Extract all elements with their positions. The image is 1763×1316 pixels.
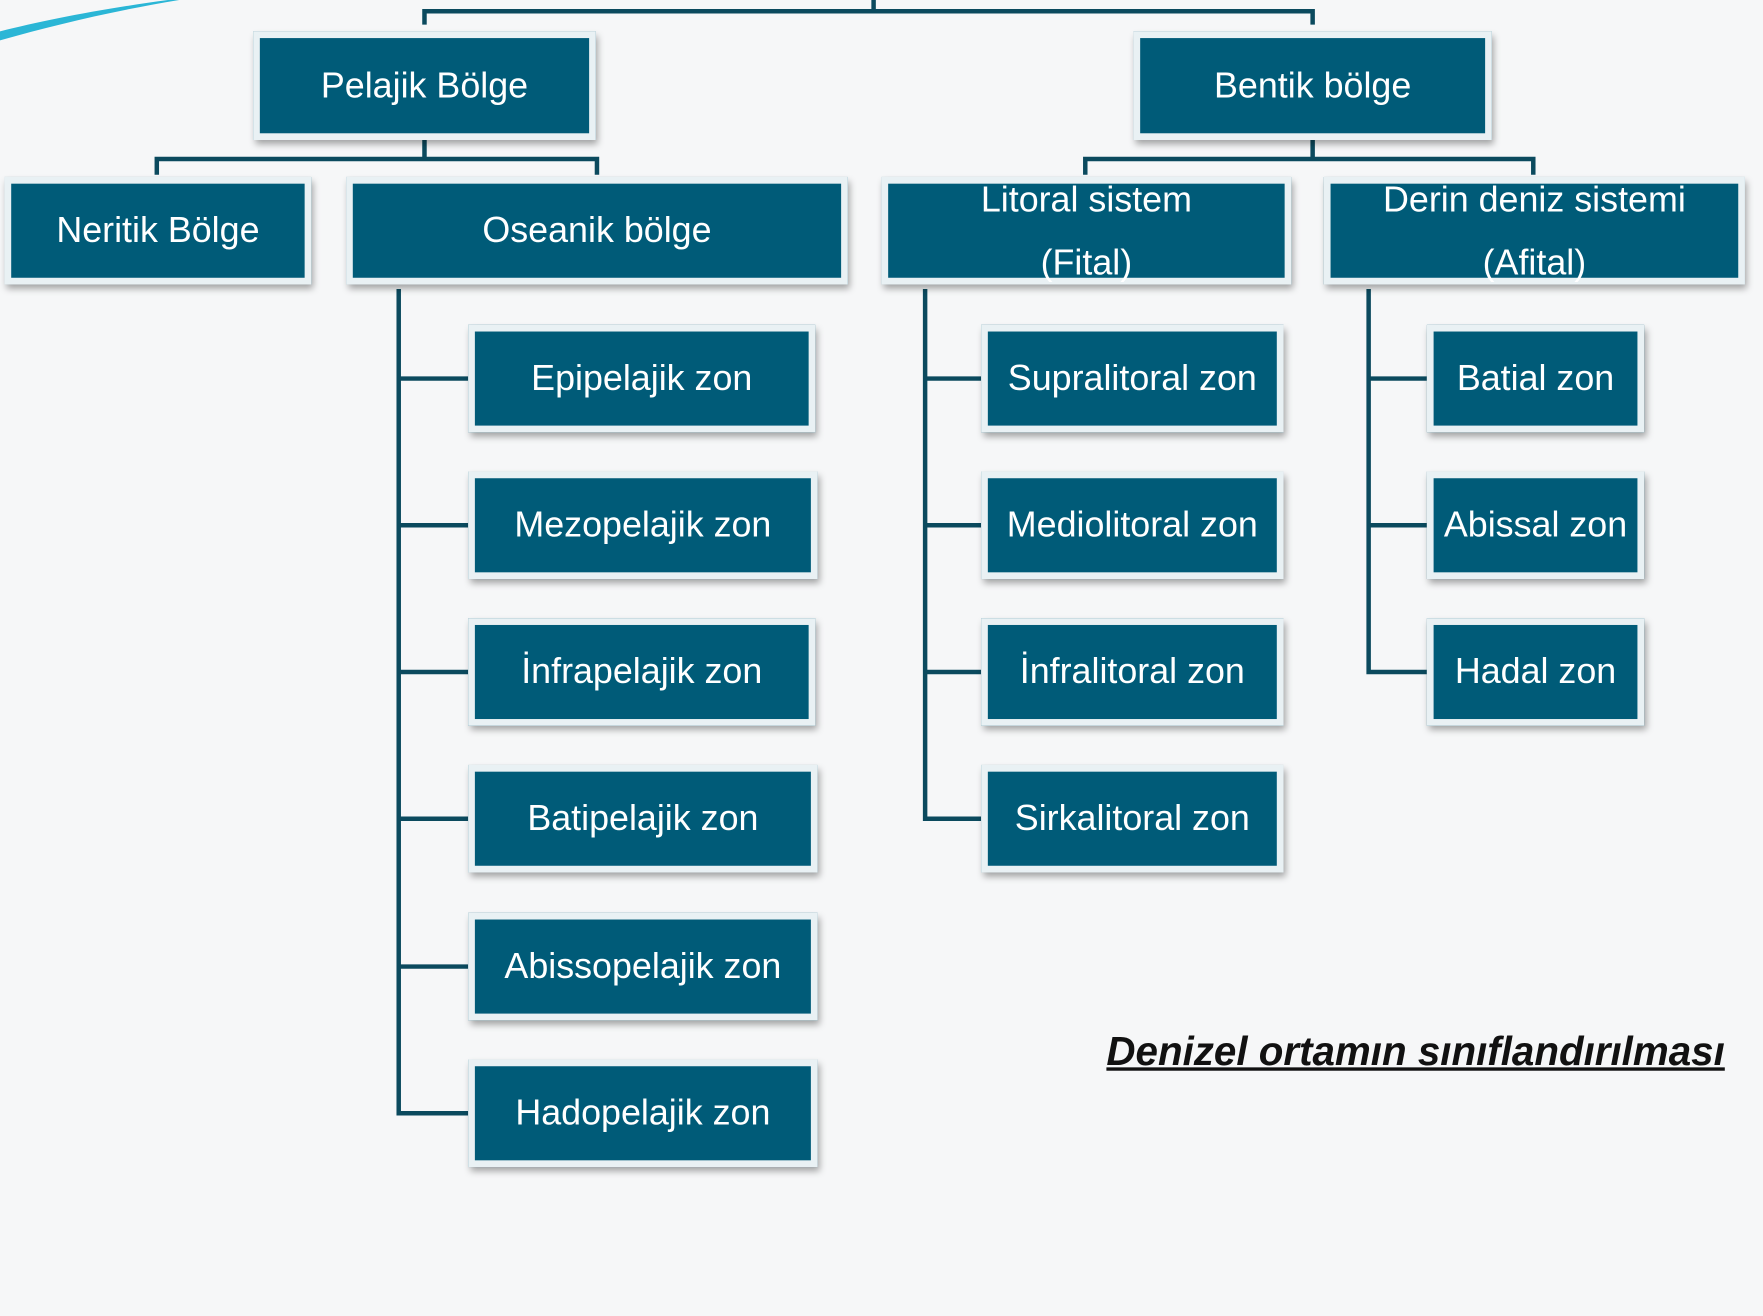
- node-epipelajik-zon: Epipelajik zon: [468, 324, 816, 433]
- node-label: İnfralitoral zon: [1019, 650, 1245, 692]
- node-label: Supralitoral zon: [1007, 357, 1257, 398]
- node-label: Batial zon: [1456, 357, 1615, 398]
- node-sirkalitoral-zon: Sirkalitoral zon: [981, 764, 1284, 873]
- node-abissopelajik-zon: Abissopelajik zon: [468, 912, 818, 1021]
- node-label: Bentik bölge: [1214, 64, 1412, 105]
- node-label-line2: (Fital): [1040, 241, 1133, 283]
- node-infrapelajik-zon: İnfrapelajik zon: [468, 618, 816, 726]
- node-batipelajik-zon: Batipelajik zon: [468, 764, 818, 873]
- node-label: Abissal zon: [1443, 504, 1628, 545]
- node-label: İnfrapelajik zon: [521, 650, 763, 692]
- node-litoral-sistem: Litoral sistem (Fital): [881, 176, 1292, 285]
- node-label: Abissopelajik zon: [504, 945, 782, 986]
- connector-root: [422, 8, 1315, 25]
- node-derin-deniz-sistemi: Derin deniz sistemi (Afital): [1323, 176, 1745, 285]
- diagram-caption: Denizel ortamın sınıflandırılması: [1106, 1028, 1725, 1075]
- connector-oseanik: [396, 288, 469, 1116]
- node-neritik-bolge: Neritik Bölge: [4, 176, 312, 285]
- node-batial-zon: Batial zon: [1426, 324, 1645, 433]
- connector-derin: [1366, 288, 1427, 675]
- node-label-line1: Litoral sistem: [980, 179, 1192, 220]
- node-infralitoral-zon: İnfralitoral zon: [981, 618, 1284, 726]
- node-hadopelajik-zon: Hadopelajik zon: [468, 1059, 818, 1168]
- node-pelajik-bolge: Pelajik Bölge: [253, 31, 596, 140]
- node-label: Mezopelajik zon: [514, 504, 772, 545]
- node-label: Hadal zon: [1454, 650, 1617, 692]
- node-label: Batipelajik zon: [527, 797, 759, 838]
- node-oseanik-bolge: Oseanik bölge: [346, 176, 848, 285]
- node-label: Hadopelajik zon: [515, 1092, 771, 1133]
- connector-bentik: [1083, 140, 1536, 175]
- node-label-line1: Derin deniz sistemi: [1383, 179, 1686, 220]
- node-label: Epipelajik zon: [531, 357, 753, 398]
- node-bentik-bolge: Bentik bölge: [1133, 31, 1492, 140]
- node-label: Oseanik bölge: [482, 209, 712, 250]
- connector-pelajik: [154, 140, 600, 175]
- node-mezopelajik-zon: Mezopelajik zon: [468, 471, 818, 580]
- connector-litoral: [922, 288, 982, 821]
- node-hadal-zon: Hadal zon: [1426, 618, 1645, 726]
- node-abissal-zon: Abissal zon: [1426, 471, 1645, 580]
- node-supralitoral-zon: Supralitoral zon: [981, 324, 1284, 433]
- node-label-line2: (Afital): [1482, 241, 1587, 283]
- node-label: Sirkalitoral zon: [1014, 797, 1250, 838]
- node-label: Neritik Bölge: [56, 209, 260, 250]
- node-mediolitoral-zon: Mediolitoral zon: [981, 471, 1284, 580]
- node-label: Mediolitoral zon: [1006, 504, 1258, 545]
- node-label: Pelajik Bölge: [320, 64, 529, 105]
